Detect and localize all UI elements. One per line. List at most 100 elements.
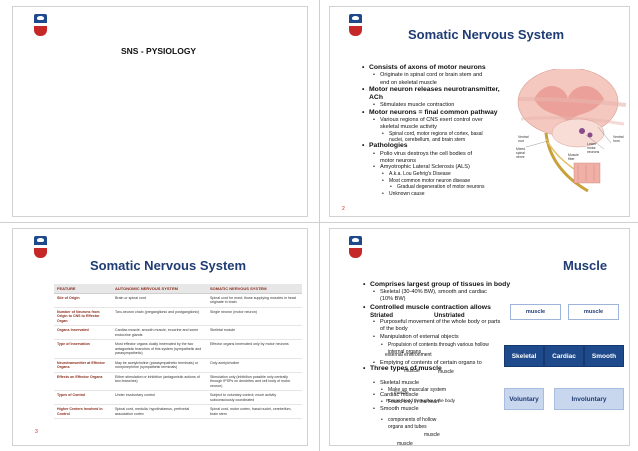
diagram-box-skeletal: Skeletal xyxy=(504,345,544,367)
column-header-autonomic: AUTONOMIC NERVOUS SYSTEM xyxy=(112,284,207,294)
university-crest-icon xyxy=(34,236,47,258)
bullet-level-1: Motor neuron releases neurotransmitter, xyxy=(362,86,500,93)
university-crest-icon xyxy=(349,14,362,36)
bullet-level-2: Skeletal (30-40% BW), smooth and cardiac xyxy=(373,289,487,295)
bullet-level-3: components of hollow xyxy=(381,417,436,423)
bullet-level-2: end on skeletal muscle xyxy=(380,79,437,86)
bullet-level-2: (10% BW) xyxy=(380,296,406,302)
label-ventral-root: Ventral root xyxy=(518,135,529,143)
bullet-level-2: Cardiac muscle xyxy=(373,392,418,398)
column-header-somatic: SOMATIC NERVOUS SYSTEM xyxy=(207,284,302,294)
table-cell-autonomic: Most effector organs dually innervated b… xyxy=(112,339,207,359)
bullet-level-3: Gradual degeneration of motor neurons xyxy=(390,184,485,190)
label-ventral-horn: Ventral horn xyxy=(613,135,624,143)
spinal-cord-motor-neuron-figure xyxy=(517,69,627,193)
bullet-level-2: Skeletal muscle xyxy=(373,380,419,386)
bullet-level-2: Smooth muscle xyxy=(373,406,418,412)
bullet-level-3: Propulsion of contents through various h… xyxy=(381,342,489,348)
table-cell-autonomic: Brain or spinal cord xyxy=(112,293,207,308)
diagram-box-cardiac: Cardiac xyxy=(544,345,584,367)
table-cell-feature: Effects on Effector Organs xyxy=(54,372,112,392)
table-cell-somatic: Effector organs innervated only by motor… xyxy=(207,339,302,359)
bullet-level-2: Polio virus destroys the cell bodies of xyxy=(373,151,472,157)
bullet-level-2: motor neurons xyxy=(380,158,417,164)
slide-title: Somatic Nervous System xyxy=(90,258,247,273)
bullet-level-3: internal organs xyxy=(388,349,422,355)
table-cell-autonomic: Cardiac muscle, smooth muscle, exocrine … xyxy=(112,325,207,341)
bullet-level-3: A.k.a. Lou Gehrig's Disease xyxy=(382,171,451,177)
overlay-muscle-bottom: muscle xyxy=(397,441,413,446)
slide-title: Somatic Nervous System xyxy=(408,27,565,42)
overlay-unstriated: Unstriated xyxy=(434,312,465,319)
table-cell-somatic: Skeletal muscle xyxy=(207,325,302,341)
bullet-level-2: Originate in spinal cord or brain stem a… xyxy=(373,72,482,78)
bullet-level-2: of the body xyxy=(380,326,408,332)
overlay-pumps-blood: Pumps blood throughout the body xyxy=(386,398,455,403)
table-cell-somatic: Only acetylcholine xyxy=(207,358,302,373)
overlay-external-environment: external environment xyxy=(385,352,432,358)
overlay-striated: Striated xyxy=(370,312,394,319)
bullet-level-3: organs and tubes xyxy=(388,424,427,430)
bullet-level-2: Purposeful movement of the whole body or… xyxy=(373,319,500,325)
table-cell-somatic: Stimulation only (inhibition possible on… xyxy=(207,372,302,392)
bullet-level-2: Stimulates muscle contraction xyxy=(373,102,454,108)
bullet-level-2: Manipulation of external objects xyxy=(373,334,459,340)
table-cell-autonomic: Either stimulation or inhibition (antago… xyxy=(112,372,207,392)
diagram-box-smooth: Smooth xyxy=(584,345,624,367)
bullet-level-1: Three types of muscle xyxy=(363,365,442,372)
table-cell-autonomic: Under involuntary control xyxy=(112,390,207,406)
slide-1: SNS - PYSIOLOGY xyxy=(12,6,308,217)
bullet-level-3: nuclei, cerebellum, and brain stem xyxy=(389,137,466,143)
bullet-level-1: Motor neurons = final common pathway xyxy=(362,109,498,116)
diagram-box-voluntary: Voluntary xyxy=(504,388,544,410)
table-cell-feature: Organs Innervated xyxy=(54,325,112,341)
overlay-muscle-4: muscle xyxy=(424,432,440,438)
table-cell-autonomic: May be acetylcholine (parasympathetic te… xyxy=(112,358,207,373)
overlay-muscle-1: muscle xyxy=(404,368,420,374)
bullet-level-3: Make up muscular system xyxy=(381,387,446,393)
table-cell-feature: Types of Control xyxy=(54,390,112,406)
overlay-muscle-2: muscle xyxy=(438,369,454,375)
university-crest-icon xyxy=(349,236,362,258)
label-muscle-fiber: Muscle fiber xyxy=(568,153,579,161)
comparison-table: FEATURE AUTONOMIC NERVOUS SYSTEM SOMATIC… xyxy=(54,284,302,420)
table-row: Number of Neurons from Origin to CNS to … xyxy=(54,307,302,327)
table-cell-feature: Higher Centers Involved in Control xyxy=(54,404,112,420)
table-cell-somatic: Spinal cord, motor cortex, basal nuclei,… xyxy=(207,404,302,420)
bullet-level-2: Various regions of CNS exert control ove… xyxy=(373,117,483,123)
table-cell-somatic: Single neuron (motor neuron) xyxy=(207,307,302,327)
bullet-level-2: skeletal muscle activity xyxy=(380,124,437,131)
slide-title: Muscle xyxy=(563,258,608,273)
bullet-level-3: Most common motor neuron disease xyxy=(382,178,470,184)
slide-4: Muscle Comprises largest group of tissue… xyxy=(329,228,630,446)
page-separator-vertical xyxy=(319,0,320,451)
diagram-box-muscle-left: muscle xyxy=(510,304,561,320)
diagram-box-muscle-right: muscle xyxy=(568,304,619,320)
table-cell-somatic: Spinal cord for most; those supplying mu… xyxy=(207,293,302,308)
slide-3: Somatic Nervous System FEATURE AUTONOMIC… xyxy=(12,228,308,446)
university-crest-icon xyxy=(34,14,47,36)
bullet-level-3: Unknown cause xyxy=(382,191,424,197)
table-cell-autonomic: Spinal cord, medulla, hypothalamus, pref… xyxy=(112,404,207,420)
bullet-level-3: Found only in the heart xyxy=(381,399,439,405)
column-header-feature: FEATURE xyxy=(54,284,112,294)
table-cell-feature: Number of Neurons from Origin to CNS to … xyxy=(54,307,112,327)
slide-2: Somatic Nervous System Consists of axons… xyxy=(329,6,630,217)
label-mixed-spinal-nerve: Mixed spinal nerve xyxy=(516,147,526,159)
bullet-level-1: ACh xyxy=(369,94,383,102)
overlay-muscle-3: muscle xyxy=(394,390,409,395)
bullet-level-2: Amyotrophic Lateral Sclerosis (ALS) xyxy=(373,164,470,170)
diagram-box-involuntary: Involuntary xyxy=(554,388,624,410)
table-cell-autonomic: Two-neuron chain (preganglionic and post… xyxy=(112,307,207,327)
bullet-level-1: Pathologies xyxy=(362,142,407,149)
table-cell-somatic: Subject to voluntary control; much activ… xyxy=(207,390,302,406)
bullet-level-3: Spinal cord, motor regions of cortex, ba… xyxy=(382,131,483,137)
bullet-level-1: Consists of axons of motor neurons xyxy=(362,64,486,71)
bullet-level-2: Emptying of contents of certain organs t… xyxy=(373,360,482,366)
